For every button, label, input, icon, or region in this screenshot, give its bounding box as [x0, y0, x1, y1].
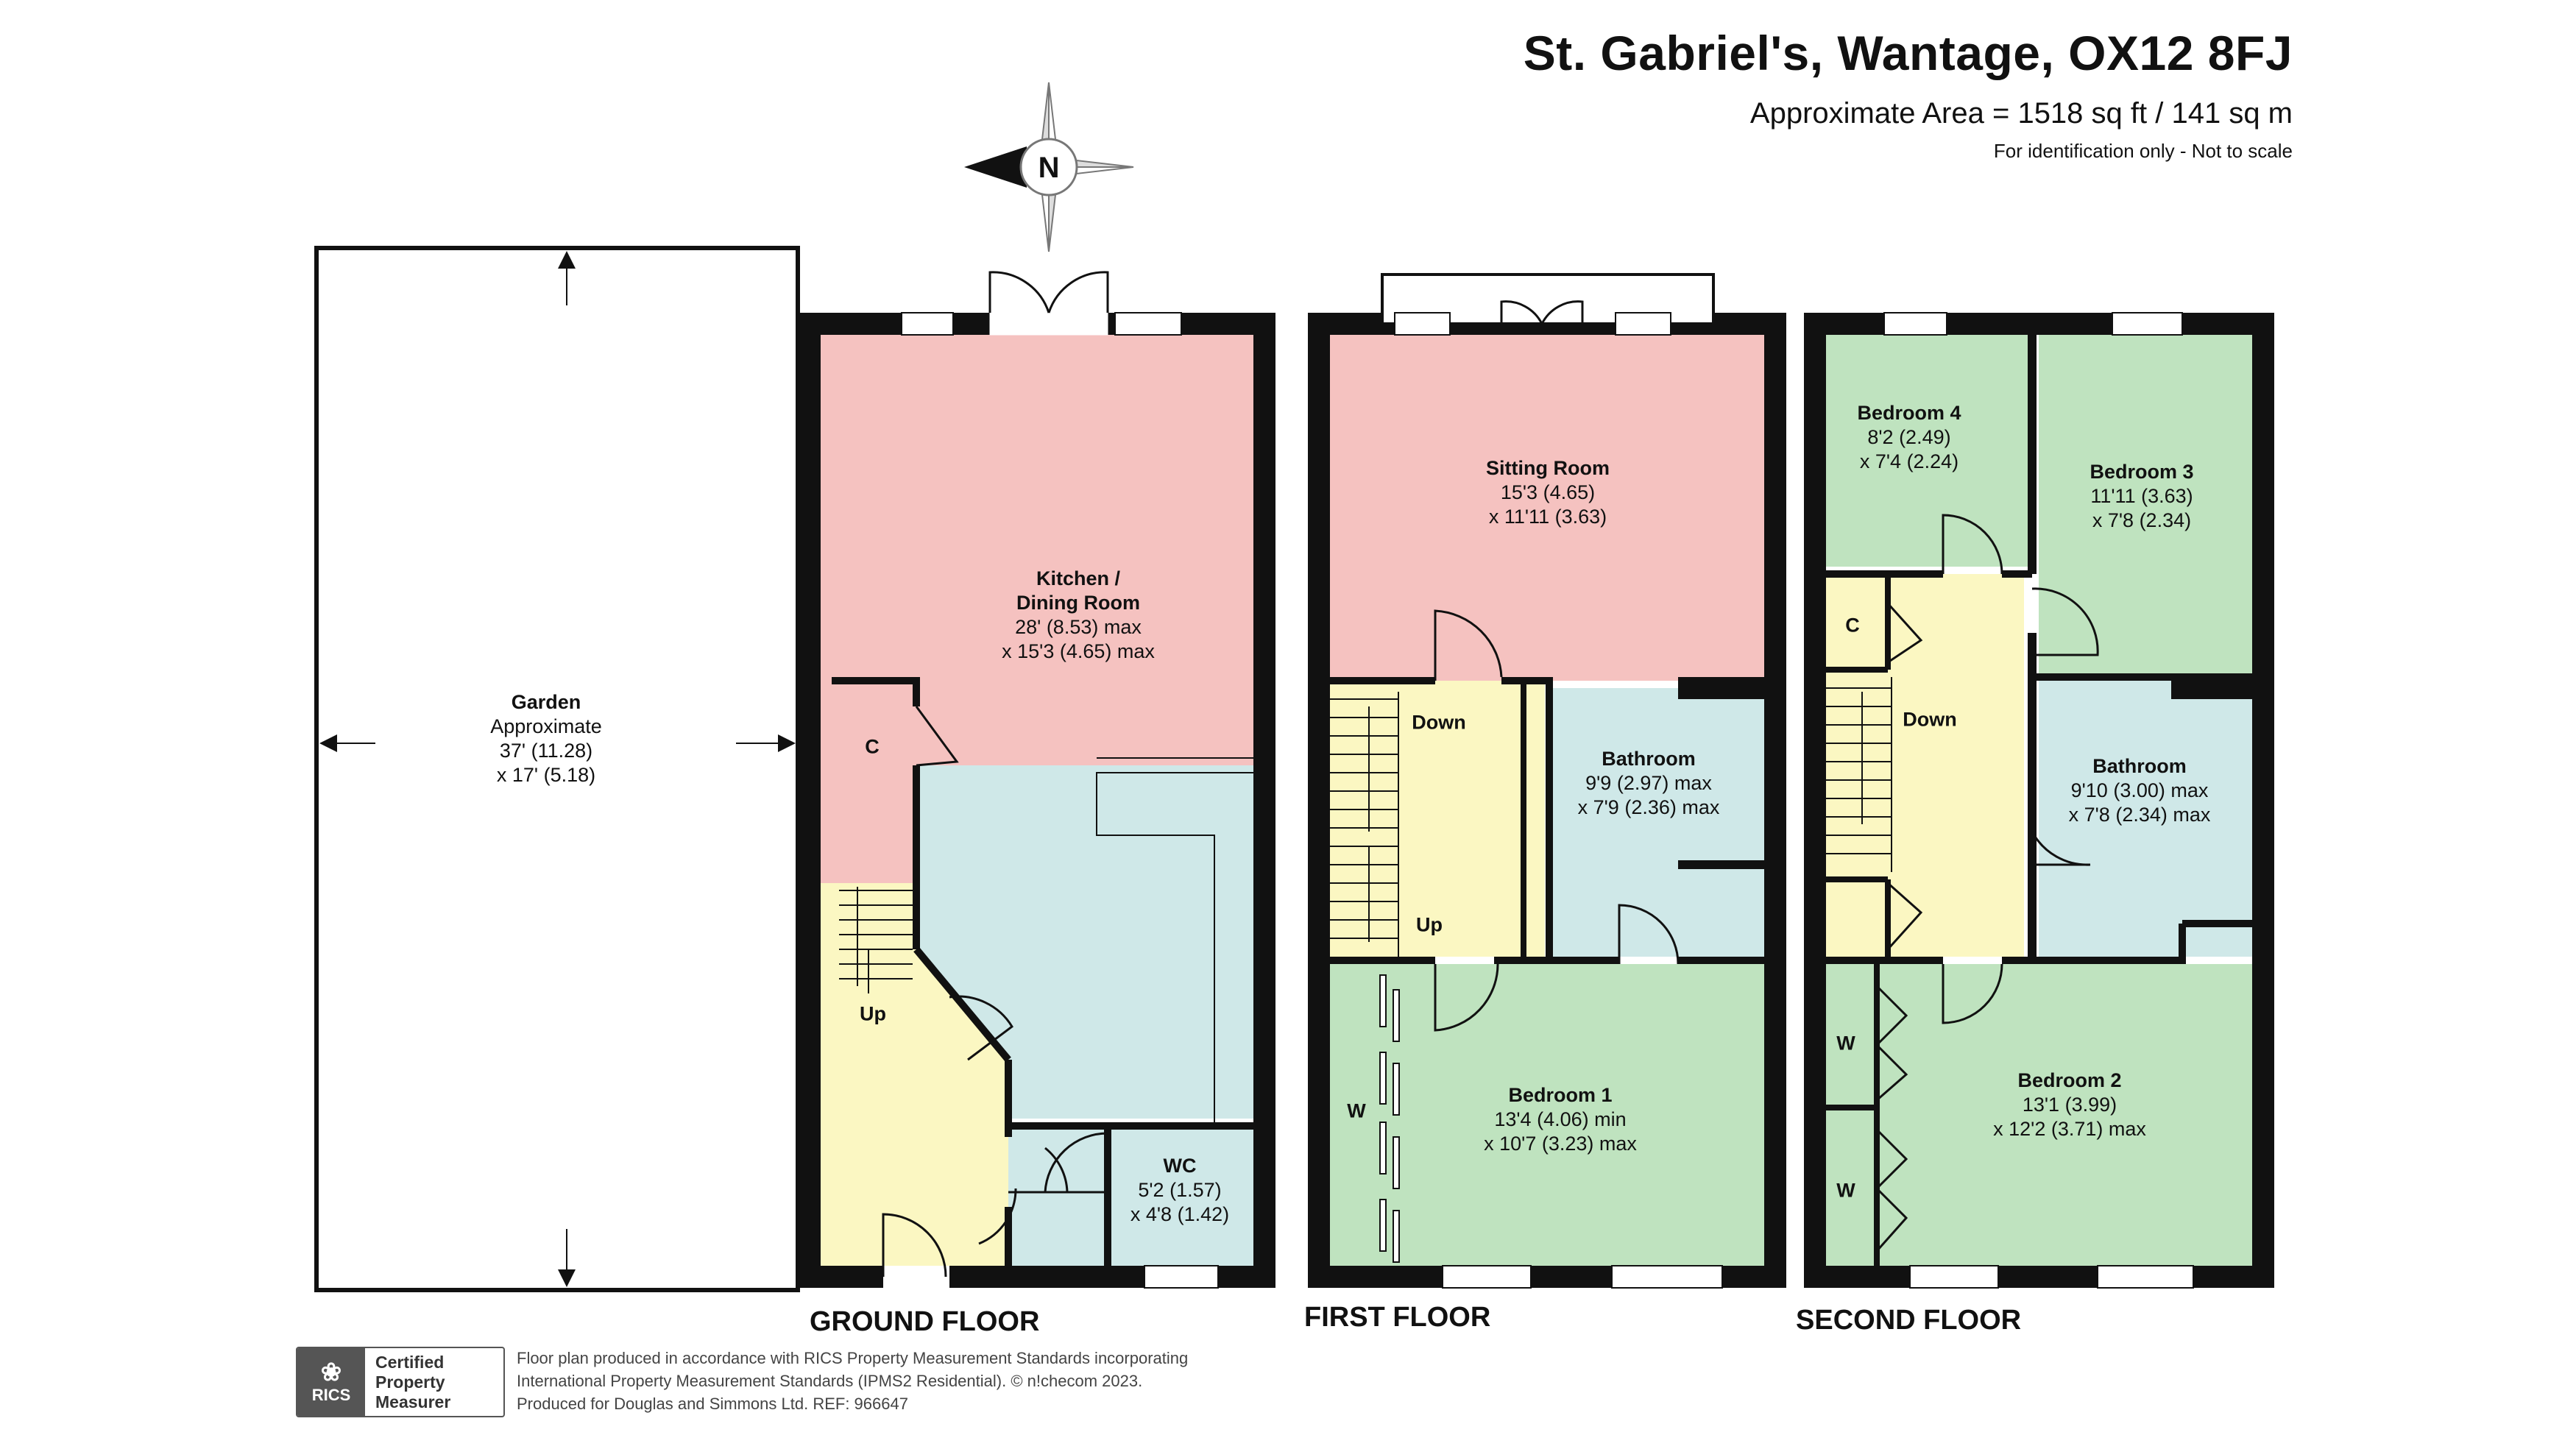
second-bathroom-dim-2: x 7'8 (2.34) max — [2068, 804, 2211, 826]
wc-dim-1: 5'2 (1.57) — [1138, 1179, 1222, 1201]
first-floor-plan — [1308, 273, 1786, 1289]
footer-line-2: International Property Measurement Stand… — [517, 1372, 1143, 1390]
badge-line-1: Certified — [375, 1353, 445, 1372]
kitchen-dim-1: 28' (8.53) max — [1015, 616, 1142, 638]
bedroom-1-dim-2: x 10'7 (3.23) max — [1484, 1133, 1637, 1155]
bedroom-1-name: Bedroom 1 — [1508, 1084, 1613, 1106]
kitchen-name-2: Dining Room — [1016, 592, 1140, 614]
bedroom-3-name: Bedroom 3 — [2090, 461, 2194, 483]
bedroom-2-label: Bedroom 2 13'1 (3.99) x 12'2 (3.71) max — [1993, 1069, 2146, 1141]
compass-icon: N — [964, 82, 1134, 252]
rics-badge-text: Certified Property Measurer — [365, 1348, 461, 1416]
first-bathroom-name: Bathroom — [1602, 748, 1696, 770]
property-title: St. Gabriel's, Wantage, OX12 8FJ — [1523, 26, 2293, 80]
rics-logo: ❀ RICS — [297, 1348, 365, 1416]
compass-north-label: N — [1038, 152, 1060, 184]
bedroom-4-label: Bedroom 4 8'2 (2.49) x 7'4 (2.24) — [1857, 401, 1961, 474]
second-wardrobe-1-label: W — [1836, 1032, 1855, 1055]
first-bathroom-label: Bathroom 9'9 (2.97) max x 7'9 (2.36) max — [1578, 747, 1720, 820]
ground-cupboard-label: C — [865, 735, 880, 758]
wc-label: WC 5'2 (1.57) x 4'8 (1.42) — [1130, 1154, 1229, 1227]
badge-line-2: Property — [375, 1372, 445, 1392]
rics-logo-text: RICS — [311, 1386, 351, 1404]
first-bathroom-dim-1: 9'9 (2.97) max — [1585, 772, 1712, 794]
wc-name: WC — [1163, 1155, 1197, 1177]
garden-line1: Approximate — [490, 715, 602, 737]
sitting-room-dim-2: x 11'11 (3.63) — [1488, 506, 1607, 528]
kitchen-name-1: Kitchen / — [1036, 567, 1120, 589]
second-floor-plan — [1804, 312, 2274, 1289]
second-cupboard-label: C — [1845, 614, 1860, 637]
bedroom-2-name: Bedroom 2 — [2017, 1069, 2122, 1091]
second-bathroom-dim-1: 9'10 (3.00) max — [2070, 779, 2209, 801]
bedroom-4-dim-2: x 7'4 (2.24) — [1859, 450, 1959, 472]
second-bathroom-name: Bathroom — [2092, 755, 2187, 777]
bedroom-2-dim-1: 13'1 (3.99) — [2022, 1094, 2117, 1116]
second-floor-label: SECOND FLOOR — [1796, 1305, 2022, 1336]
garden-line3: x 17' (5.18) — [496, 764, 596, 786]
ground-stairs-up-label: Up — [860, 1002, 886, 1025]
sitting-room-dim-1: 15'3 (4.65) — [1500, 481, 1596, 503]
first-bathroom-dim-2: x 7'9 (2.36) max — [1577, 796, 1720, 818]
garden-name: Garden — [511, 691, 581, 713]
footer-notes: Floor plan produced in accordance with R… — [517, 1347, 1188, 1415]
bedroom-4-name: Bedroom 4 — [1857, 402, 1961, 424]
second-bathroom-label: Bathroom 9'10 (3.00) max x 7'8 (2.34) ma… — [2069, 754, 2211, 827]
kitchen-dim-2: x 15'3 (4.65) max — [1002, 640, 1155, 662]
bedroom-3-label: Bedroom 3 11'11 (3.63) x 7'8 (2.34) — [2090, 460, 2193, 533]
ground-floor-plan — [799, 271, 1275, 1289]
second-wardrobe-2-label: W — [1836, 1179, 1855, 1202]
garden-area — [314, 246, 800, 1292]
bedroom-1-dim-1: 13'4 (4.06) min — [1494, 1108, 1627, 1130]
bedroom-2-dim-2: x 12'2 (3.71) max — [1993, 1118, 2146, 1140]
ground-floor-label: GROUND FLOOR — [810, 1306, 1040, 1337]
first-wardrobe-label: W — [1347, 1099, 1366, 1122]
garden-label: Garden Approximate 37' (11.28) x 17' (5.… — [490, 690, 602, 787]
sitting-room-label: Sitting Room 15'3 (4.65) x 11'11 (3.63) — [1486, 456, 1610, 529]
kitchen-dining-label: Kitchen / Dining Room 28' (8.53) max x 1… — [1002, 567, 1155, 664]
rics-certified-badge: ❀ RICS Certified Property Measurer — [296, 1347, 505, 1417]
disclaimer-text: For identification only - Not to scale — [1993, 140, 2293, 162]
wc-dim-2: x 4'8 (1.42) — [1130, 1203, 1230, 1225]
footer-line-1: Floor plan produced in accordance with R… — [517, 1349, 1189, 1367]
second-stairs-down-label: Down — [1903, 708, 1957, 731]
bedroom-3-dim-2: x 7'8 (2.34) — [2092, 509, 2192, 531]
first-stairs-up-label: Up — [1416, 913, 1443, 936]
sitting-room-name: Sitting Room — [1486, 457, 1610, 479]
bedroom-3-dim-1: 11'11 (3.63) — [2090, 485, 2193, 507]
first-floor-label: FIRST FLOOR — [1304, 1302, 1491, 1333]
bedroom-1-label: Bedroom 1 13'4 (4.06) min x 10'7 (3.23) … — [1484, 1083, 1637, 1156]
approximate-area: Approximate Area = 1518 sq ft / 141 sq m — [1749, 97, 2293, 130]
badge-line-3: Measurer — [375, 1392, 451, 1411]
rics-crest-icon: ❀ — [320, 1358, 342, 1386]
garden-line2: 37' (11.28) — [499, 740, 593, 762]
bedroom-4-dim-1: 8'2 (2.49) — [1867, 426, 1951, 448]
first-stairs-down-label: Down — [1412, 711, 1466, 734]
footer-line-3: Produced for Douglas and Simmons Ltd. RE… — [517, 1395, 908, 1413]
